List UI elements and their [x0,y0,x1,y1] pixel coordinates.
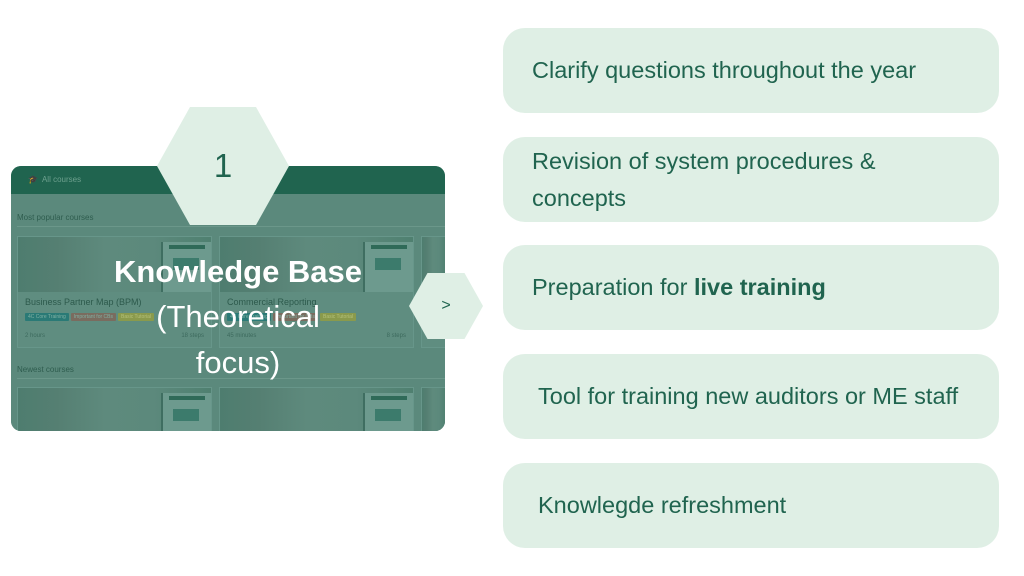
badge: Basic Tutorial [117,313,154,321]
laptop-image [161,393,211,431]
benefit-pill: Preparation for live training [503,245,999,330]
card-subtitle-line1: (Theoretical [156,299,320,334]
section-popular-title: Most popular courses [17,213,94,222]
course-card-commercial: Commercial Reporting 4C Core Training Im… [219,236,414,348]
course-thumbnail [18,388,211,431]
graduation-cap-icon: 🎓 [28,175,38,184]
benefit-text: Revision of system procedures & concepts [532,147,876,211]
course-title: Business Partner Map (BPM) [25,297,142,307]
course-thumbnail [220,388,413,431]
benefit-text-regular: Preparation for [532,274,694,300]
benefit-pill: Tool for training new auditors or ME sta… [503,354,999,439]
badge: Important for CBs [272,313,318,321]
benefit-text-bold: live training [693,274,826,300]
course-title: Commercial Reporting [227,297,317,307]
course-thumbnail [18,237,211,292]
badge: Basic Tutorial [319,313,356,321]
benefit-text: Preparation for live training [532,269,826,306]
all-courses-tab: 🎓All courses [28,175,81,184]
course-steps: 18 steps [181,333,204,339]
divider [17,378,445,379]
course-thumbnail [422,388,445,431]
benefit-text: Knowlegde refreshment [538,492,787,518]
badge: 4C Core Training [25,313,69,321]
course-badges: 4C Core Training Important for CBs Basic… [227,313,356,321]
card-title: Knowledge Base [113,254,363,289]
course-thumbnail [220,237,413,292]
course-card-new [219,387,414,431]
laptop-image [363,242,413,292]
benefit-pill: Clarify questions throughout the year [503,28,999,113]
card-subtitle-line2: focus) [195,345,281,380]
laptop-image [161,242,211,292]
screenshot-body: Most popular courses Business Partner Ma… [11,194,445,431]
badge: Important for CBs [70,313,116,321]
benefit-text: Clarify questions throughout the year [532,57,917,83]
step-number: 1 [213,147,233,184]
badge: 4C Core Training [227,313,271,321]
card-caption: Knowledge Base (Theoretical focus) [11,252,465,387]
arrow-hexagon: > [409,273,483,339]
course-duration: 2 hours [25,333,46,339]
benefit-text: Tool for training new auditors or ME sta… [538,383,959,409]
course-duration: 45 minutes [227,333,257,339]
section-newest-title: Newest courses [17,365,74,374]
course-badges: 4C Core Training Important for CBs Basic… [25,313,154,321]
laptop-image [363,393,413,431]
course-card-partial [421,387,445,431]
benefit-pill: Revision of system procedures & concepts [503,137,999,222]
course-steps: 8 steps [386,333,406,339]
chevron-right-icon: > [441,297,451,314]
course-card-new [17,387,212,431]
divider [17,226,445,227]
course-card-bpm: Business Partner Map (BPM) 4C Core Train… [17,236,212,348]
all-courses-label: All courses [41,175,82,184]
benefit-pill: Knowlegde refreshment [503,463,999,548]
